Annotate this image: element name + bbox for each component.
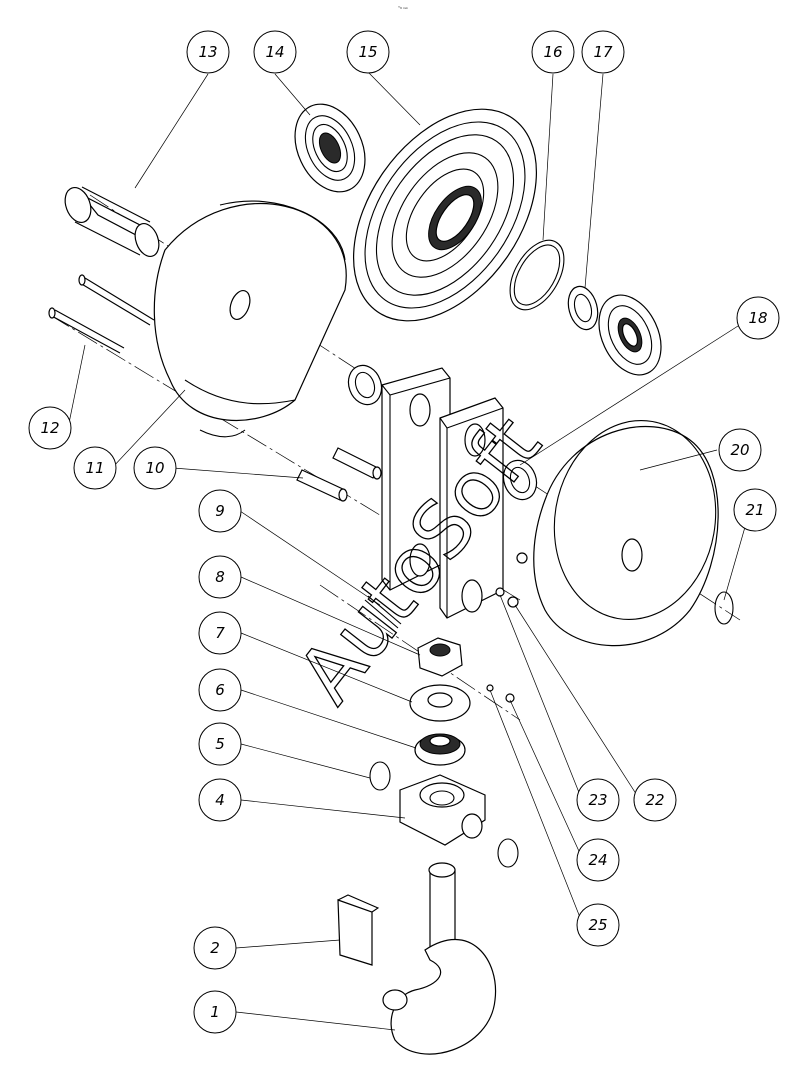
callout-12: 12 [28,406,72,450]
corner-mark: ᵐ₀ ₘₘ [398,5,409,10]
callout-20: 20 [718,428,762,472]
part-11-left-cover [153,200,347,438]
callout-8-label: 8 [215,568,225,586]
part-8-nut [417,637,463,677]
part-5-ring-left [369,761,391,791]
part-2-latch [337,894,380,966]
callout-12-label: 12 [40,419,59,437]
part-21-circlip [714,591,734,625]
callout-21-label: 21 [745,501,764,519]
callout-22-label: 22 [645,791,664,809]
leader-lines [67,71,746,1031]
callout-4-label: 4 [215,791,225,809]
part-10-pins [296,447,382,502]
callout-5-label: 5 [215,735,225,753]
callout-14: 14 [253,30,297,74]
callout-7-label: 7 [215,624,225,642]
callout-18: 18 [736,296,780,340]
callout-25-label: 25 [588,916,607,934]
callout-2-label: 2 [210,939,220,957]
part-18-bushings [347,364,538,501]
callout-22: 22 [633,778,677,822]
callout-21: 21 [733,488,777,532]
callout-9: 9 [198,489,242,533]
part-6-thrust-bearing [414,733,466,766]
part-14b-bearing [598,294,662,376]
callout-6: 6 [198,668,242,712]
callout-4: 4 [198,778,242,822]
callout-8: 8 [198,555,242,599]
callout-7: 7 [198,611,242,655]
part-7-washer [409,684,471,722]
callout-16-label: 16 [543,43,562,61]
callout-6-label: 6 [215,681,225,699]
callout-16: 16 [531,30,575,74]
callout-11-label: 11 [85,459,104,477]
part-5-ring-right [497,838,519,868]
callout-18-label: 18 [748,309,767,327]
callout-1: 1 [193,990,237,1034]
callout-10-label: 10 [145,459,164,477]
small-fasteners [486,552,528,703]
callout-15-label: 15 [358,43,377,61]
part-1-hook [382,862,497,1055]
callout-11: 11 [73,446,117,490]
part-15-sheave-wheel [352,108,538,322]
callout-23-label: 23 [588,791,607,809]
callout-14-label: 14 [265,43,284,61]
callout-1-label: 1 [210,1003,220,1021]
callout-5: 5 [198,722,242,766]
part-16-retaining-ring [509,239,565,311]
callout-9-label: 9 [215,502,225,520]
callout-24: 24 [576,838,620,882]
part-14-bearing [294,103,366,193]
callout-10: 10 [133,446,177,490]
callout-20-label: 20 [730,441,749,459]
side-plates [381,367,504,619]
callout-24-label: 24 [588,851,607,869]
callout-23: 23 [576,778,620,822]
callout-17: 17 [581,30,625,74]
part-17-spacer [567,285,599,331]
part-12-bolts [48,274,155,354]
part-4-crosshead [399,774,486,846]
callout-15: 15 [346,30,390,74]
callout-13-label: 13 [198,43,217,61]
part-20-right-cover [533,419,719,647]
callout-17-label: 17 [593,43,613,61]
callout-13: 13 [186,30,230,74]
part-13-axle-sleeve [64,186,160,258]
callout-2: 2 [193,926,237,970]
callout-25: 25 [576,903,620,947]
